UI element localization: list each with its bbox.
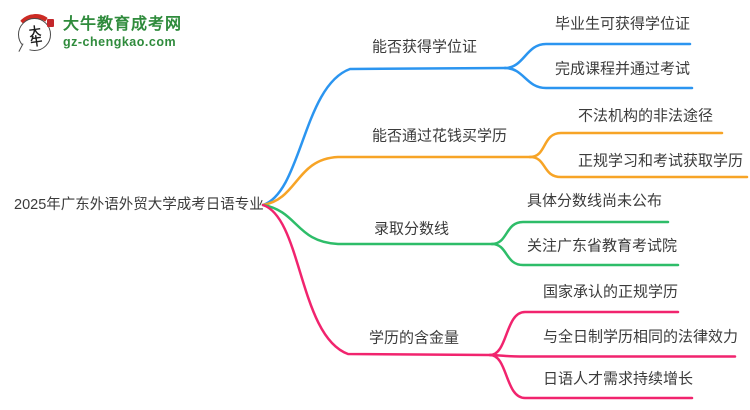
branch2-main-line [261,155,532,207]
logo-icon-text: 大牛 [26,23,43,46]
branch3-main-line [261,203,494,246]
branch2-child2-label: 正规学习和考试获取学历 [578,152,744,170]
branch4-label: 学历的含金量 [369,329,460,347]
central-topic: 2025年广东外语外贸大学成考日语专业 [14,196,264,213]
branch2-child1-label: 不法机构的非法途径 [578,107,714,125]
logo-title: 大牛教育成考网 [63,16,183,34]
branch4-child1-line [488,310,680,357]
branch3-child1-line [490,220,670,246]
branch4-child2-line [488,353,737,358]
branch3-child1-label: 具体分数线尚未公布 [527,192,663,210]
branch4-child2-label: 与全日制学历相同的法律效力 [543,328,739,346]
logo-bull-icon: 大牛 [15,12,56,56]
site-logo: 大牛 大牛教育成考网 gz-chengkao.com [15,12,183,56]
branch1-child1-line [503,42,692,70]
branch3-label: 录取分数线 [374,220,450,238]
logo-seal-stamp [47,19,54,27]
branch2-child1-line [528,131,724,159]
branch4-child3-label: 日语人才需求持续增长 [543,370,694,388]
branch1-label: 能否获得学位证 [372,38,478,56]
branch3-child2-label: 关注广东省教育考试院 [527,237,678,255]
branch2-label: 能否通过花钱买学历 [372,127,508,145]
branch1-main-line [261,66,507,207]
branch1-child2-label: 完成课程并通过考试 [555,60,691,78]
branch3-child2-line [490,242,680,267]
logo-subtitle: gz-chengkao.com [63,34,177,49]
branch2-child2-line [528,155,749,179]
branch4-child3-line [488,353,694,400]
branch1-child2-line [503,66,694,90]
branch4-child1-label: 国家承认的正规学历 [543,283,679,301]
branch4-main-line [261,203,492,357]
branch1-child1-label: 毕业生可获得学位证 [555,15,691,33]
